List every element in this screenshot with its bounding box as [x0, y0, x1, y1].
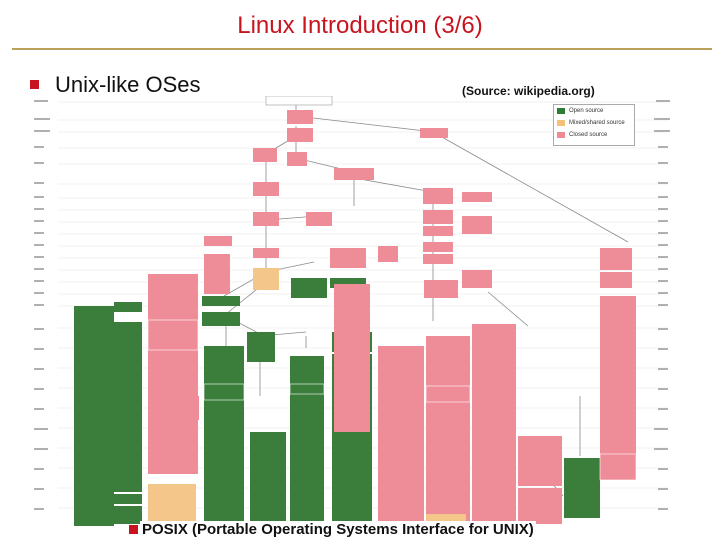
- legend-label-mixed: Mixed/shared source: [569, 120, 625, 126]
- bullet-heading: Unix-like OSes: [55, 72, 201, 97]
- bullet-square-icon: [30, 80, 39, 89]
- title-divider: [12, 48, 712, 50]
- legend-swatch-mixed: [557, 120, 565, 126]
- slide-title: Linux Introduction (3/6): [237, 12, 483, 39]
- bullet-square-icon: [129, 525, 138, 534]
- legend-swatch-open: [557, 108, 565, 114]
- legend-label-open: Open source: [569, 108, 604, 114]
- legend-swatch-closed: [557, 132, 565, 138]
- legend-label-closed: Closed source: [569, 132, 608, 138]
- diagram-legend: Open source Mixed/shared source Closed s…: [553, 104, 635, 146]
- source-caption: (Source: wikipedia.org): [462, 84, 595, 98]
- unix-family-tree-diagram: [34, 96, 670, 532]
- footer-bullet-text: POSIX (Portable Operating Systems Interf…: [140, 521, 536, 538]
